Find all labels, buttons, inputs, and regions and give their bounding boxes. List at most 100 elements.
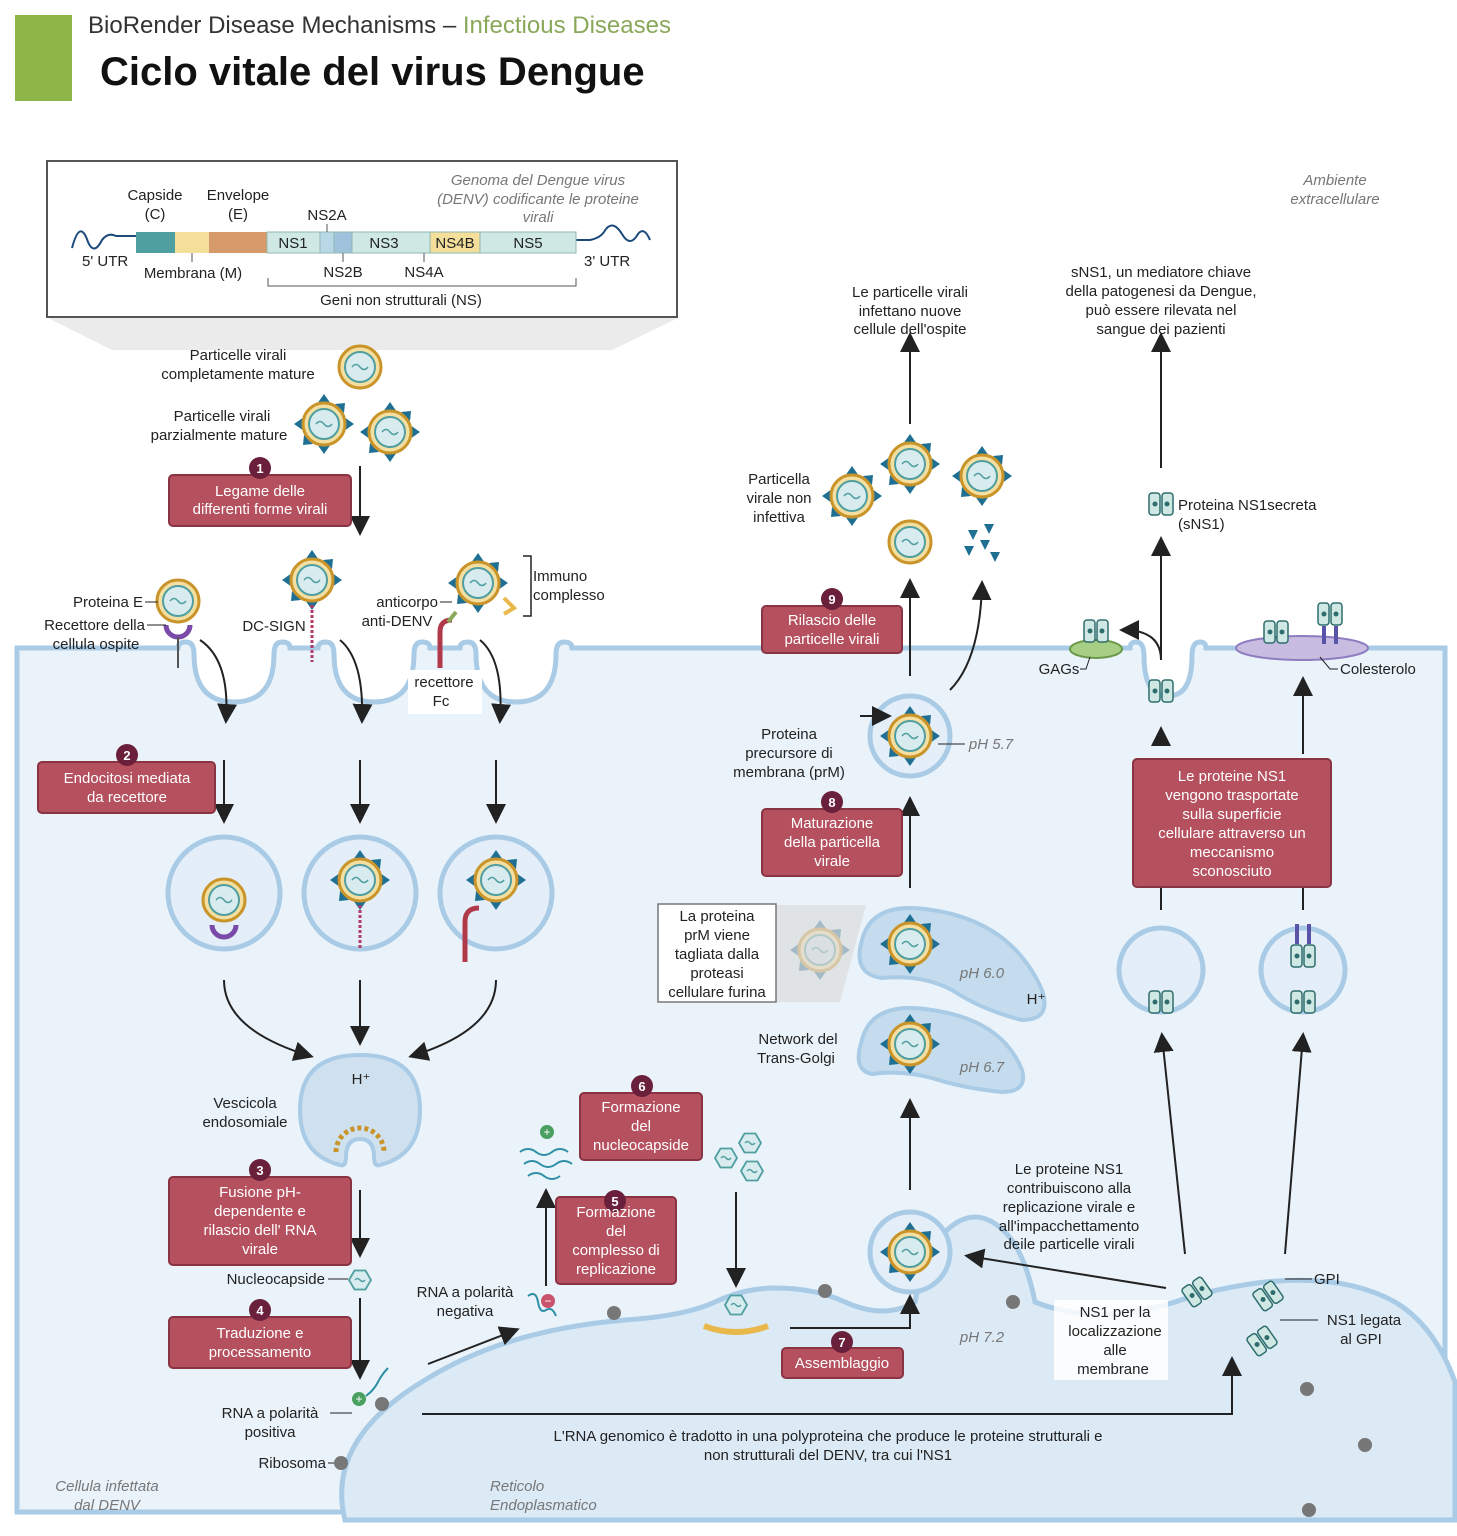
sns1-key-label-1: sNS1, un mediatore chiave: [1071, 264, 1251, 281]
svg-text:+: +: [543, 1125, 550, 1139]
svg-text:Assemblaggio: Assemblaggio: [795, 1355, 889, 1372]
svg-text:5: 5: [611, 1194, 618, 1209]
ns4b-label: NS4B: [435, 235, 474, 252]
trans-golgi-label-2: Trans-Golgi: [757, 1050, 835, 1067]
svg-text:virale: virale: [242, 1241, 278, 1258]
furin-label-2: prM viene: [684, 927, 750, 944]
ns1-membranes-label-2: localizzazione: [1068, 1323, 1161, 1340]
cholesterol-raft-icon: [1235, 635, 1369, 661]
ns1-contrib-label-3: replicazione virale e: [1003, 1199, 1136, 1216]
svg-text:9: 9: [828, 592, 835, 607]
protein-e-label: Proteina E: [73, 594, 143, 611]
svg-text:nucleocapside: nucleocapside: [593, 1137, 689, 1154]
ribosome-label: Ribosoma: [258, 1455, 326, 1472]
host-receptor-label-1: Recettore della: [44, 617, 146, 634]
positive-rna-label-2: positiva: [245, 1424, 297, 1441]
extracellular-label-2: extracellulare: [1290, 191, 1379, 208]
svg-text:particelle virali: particelle virali: [784, 631, 879, 648]
ns1-membranes-label-3: alle: [1103, 1342, 1126, 1359]
step-8: 8 Maturazione della particella virale: [761, 791, 903, 877]
ph-7-2-label: pH 7.2: [959, 1329, 1005, 1346]
mature-virus-icon: [337, 344, 383, 390]
svg-text:sconosciuto: sconosciuto: [1192, 863, 1271, 880]
dcsign-virus-icon: [282, 550, 342, 610]
svg-text:+: +: [355, 1392, 362, 1406]
svg-text:−: −: [544, 1294, 551, 1308]
svg-text:vengono trasportate: vengono trasportate: [1165, 787, 1298, 804]
secreted-ns1-label-1: Proteina NS1secreta: [1178, 497, 1317, 514]
ns1-contrib-label-1: Le proteine NS1: [1015, 1161, 1123, 1178]
negative-rna-label-1: RNA a polarità: [417, 1284, 514, 1301]
svg-text:Le proteine NS1: Le proteine NS1: [1178, 768, 1286, 785]
sns1-key-label-3: può essere rilevata nel: [1086, 302, 1237, 319]
secreted-ns1-icon: [1148, 492, 1174, 516]
noninfective-label-2: virale non: [746, 490, 811, 507]
furin-label-1: La proteina: [679, 908, 755, 925]
infected-cell-label-1: Cellula infettata: [55, 1478, 158, 1495]
capsid-label: Capside: [127, 187, 182, 204]
ribosomes: [607, 1284, 1372, 1517]
assembly-nucleocapsid: [724, 1294, 748, 1316]
svg-text:da recettore: da recettore: [87, 789, 167, 806]
genome-segment-envelope: [209, 232, 267, 253]
utr5-label: 5' UTR: [82, 253, 128, 270]
svg-text:cellulare attraverso un: cellulare attraverso un: [1158, 825, 1306, 842]
infect-new-label-1: Le particelle virali: [852, 284, 968, 301]
infect-new-label-3: cellule dell'ospite: [854, 321, 967, 338]
ns1-membranes-label-4: membrane: [1077, 1361, 1149, 1378]
ph-5-7-label: pH 5.7: [968, 736, 1014, 753]
step-1: 1 Legame delle differenti forme virali: [168, 457, 352, 527]
prm-label-2: precursore di: [745, 745, 833, 762]
step-6: 6 Formazione del nucleocapside: [579, 1075, 703, 1161]
ns1-gags-icon: [1083, 619, 1109, 643]
ph-6-7-label: pH 6.7: [959, 1059, 1005, 1076]
ns1-contrib-label-5: deile particelle virali: [1004, 1236, 1135, 1253]
svg-text:virale: virale: [814, 853, 850, 870]
host-receptor-label-2: cellula ospite: [53, 636, 140, 653]
released-virus-1: [880, 434, 940, 494]
protein-e-virus-icon: [155, 578, 201, 624]
partial-label-1: Particelle virali: [174, 408, 271, 425]
svg-text:Traduzione e: Traduzione e: [217, 1325, 304, 1342]
svg-text:7: 7: [838, 1335, 845, 1350]
furin-label-5: cellulare furina: [668, 984, 766, 1001]
step-7: 7 Assemblaggio: [781, 1331, 904, 1379]
partially-mature-virus-icon-2: [360, 402, 420, 462]
svg-text:dependente e: dependente e: [214, 1203, 306, 1220]
step-9: 9 Rilascio delle particelle virali: [761, 588, 903, 654]
cholesterol-label: Colesterolo: [1340, 661, 1416, 678]
endosome-row: [165, 834, 555, 962]
infect-new-label-2: infettano nuove: [859, 303, 962, 320]
genome-caption-2: (DENV) codificante le proteine: [437, 191, 639, 208]
partial-label-2: parzialmente mature: [151, 427, 288, 444]
furin-callout-box: [657, 903, 777, 1003]
dcsign-label: DC-SIGN: [242, 618, 305, 635]
golgi-h-plus-label: H⁺: [1027, 991, 1046, 1008]
noninfective-virus-icon: [822, 466, 882, 526]
genome-segment-membrane: [175, 232, 209, 253]
svg-text:Fusione pH-: Fusione pH-: [219, 1184, 301, 1201]
ns1-membranes-label-1: NS1 per la: [1080, 1304, 1152, 1321]
svg-text:processamento: processamento: [209, 1344, 312, 1361]
ns3-label: NS3: [369, 235, 398, 252]
ns2b-label: NS2B: [323, 264, 362, 281]
ns1-gpi-surface-icon: [1317, 602, 1343, 626]
polyprotein-label-1: L'RNA genomico è tradotto in una polypro…: [553, 1428, 1102, 1445]
envelope-abbr: (E): [228, 206, 248, 223]
svg-text:1: 1: [256, 461, 263, 476]
immuno-label-1: Immuno: [533, 568, 587, 585]
svg-text:Endocitosi mediata: Endocitosi mediata: [64, 770, 191, 787]
svg-text:complesso di: complesso di: [572, 1242, 660, 1259]
endosomal-label-1: Vescicola: [213, 1095, 277, 1112]
negative-rna-label-2: negativa: [437, 1303, 494, 1320]
mature-label-2: completamente mature: [161, 366, 314, 383]
positive-rna-label-1: RNA a polarità: [222, 1405, 319, 1422]
ns5-label: NS5: [513, 235, 542, 252]
capsid-abbr: (C): [145, 206, 166, 223]
partially-mature-virus-icon: [294, 394, 354, 454]
ns1-contrib-label-2: contribuiscono alla: [1007, 1180, 1132, 1197]
genome-segment-ns2a: [319, 231, 335, 254]
svg-text:differenti forme virali: differenti forme virali: [193, 501, 328, 518]
genome-segment-capsid: [136, 232, 175, 253]
